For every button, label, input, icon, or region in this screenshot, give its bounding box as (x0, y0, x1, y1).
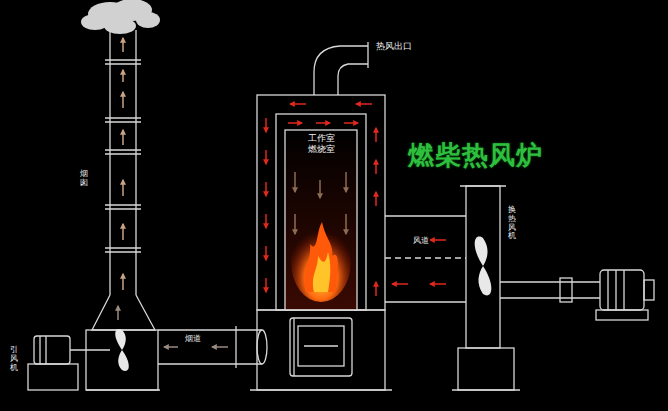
induced-fan-label: 引风机 (10, 346, 18, 372)
flue-label: 烟道 (184, 333, 202, 344)
diagram-title: 燃柴热风炉 (408, 138, 543, 173)
chamber-label: 工作室燃烧室 (306, 133, 336, 155)
duct-label: 风道 (412, 235, 430, 246)
fan-label: 换热风机 (508, 206, 516, 241)
outlet-label: 热风出口 (376, 40, 412, 53)
chimney-label: 烟囱 (80, 170, 88, 188)
